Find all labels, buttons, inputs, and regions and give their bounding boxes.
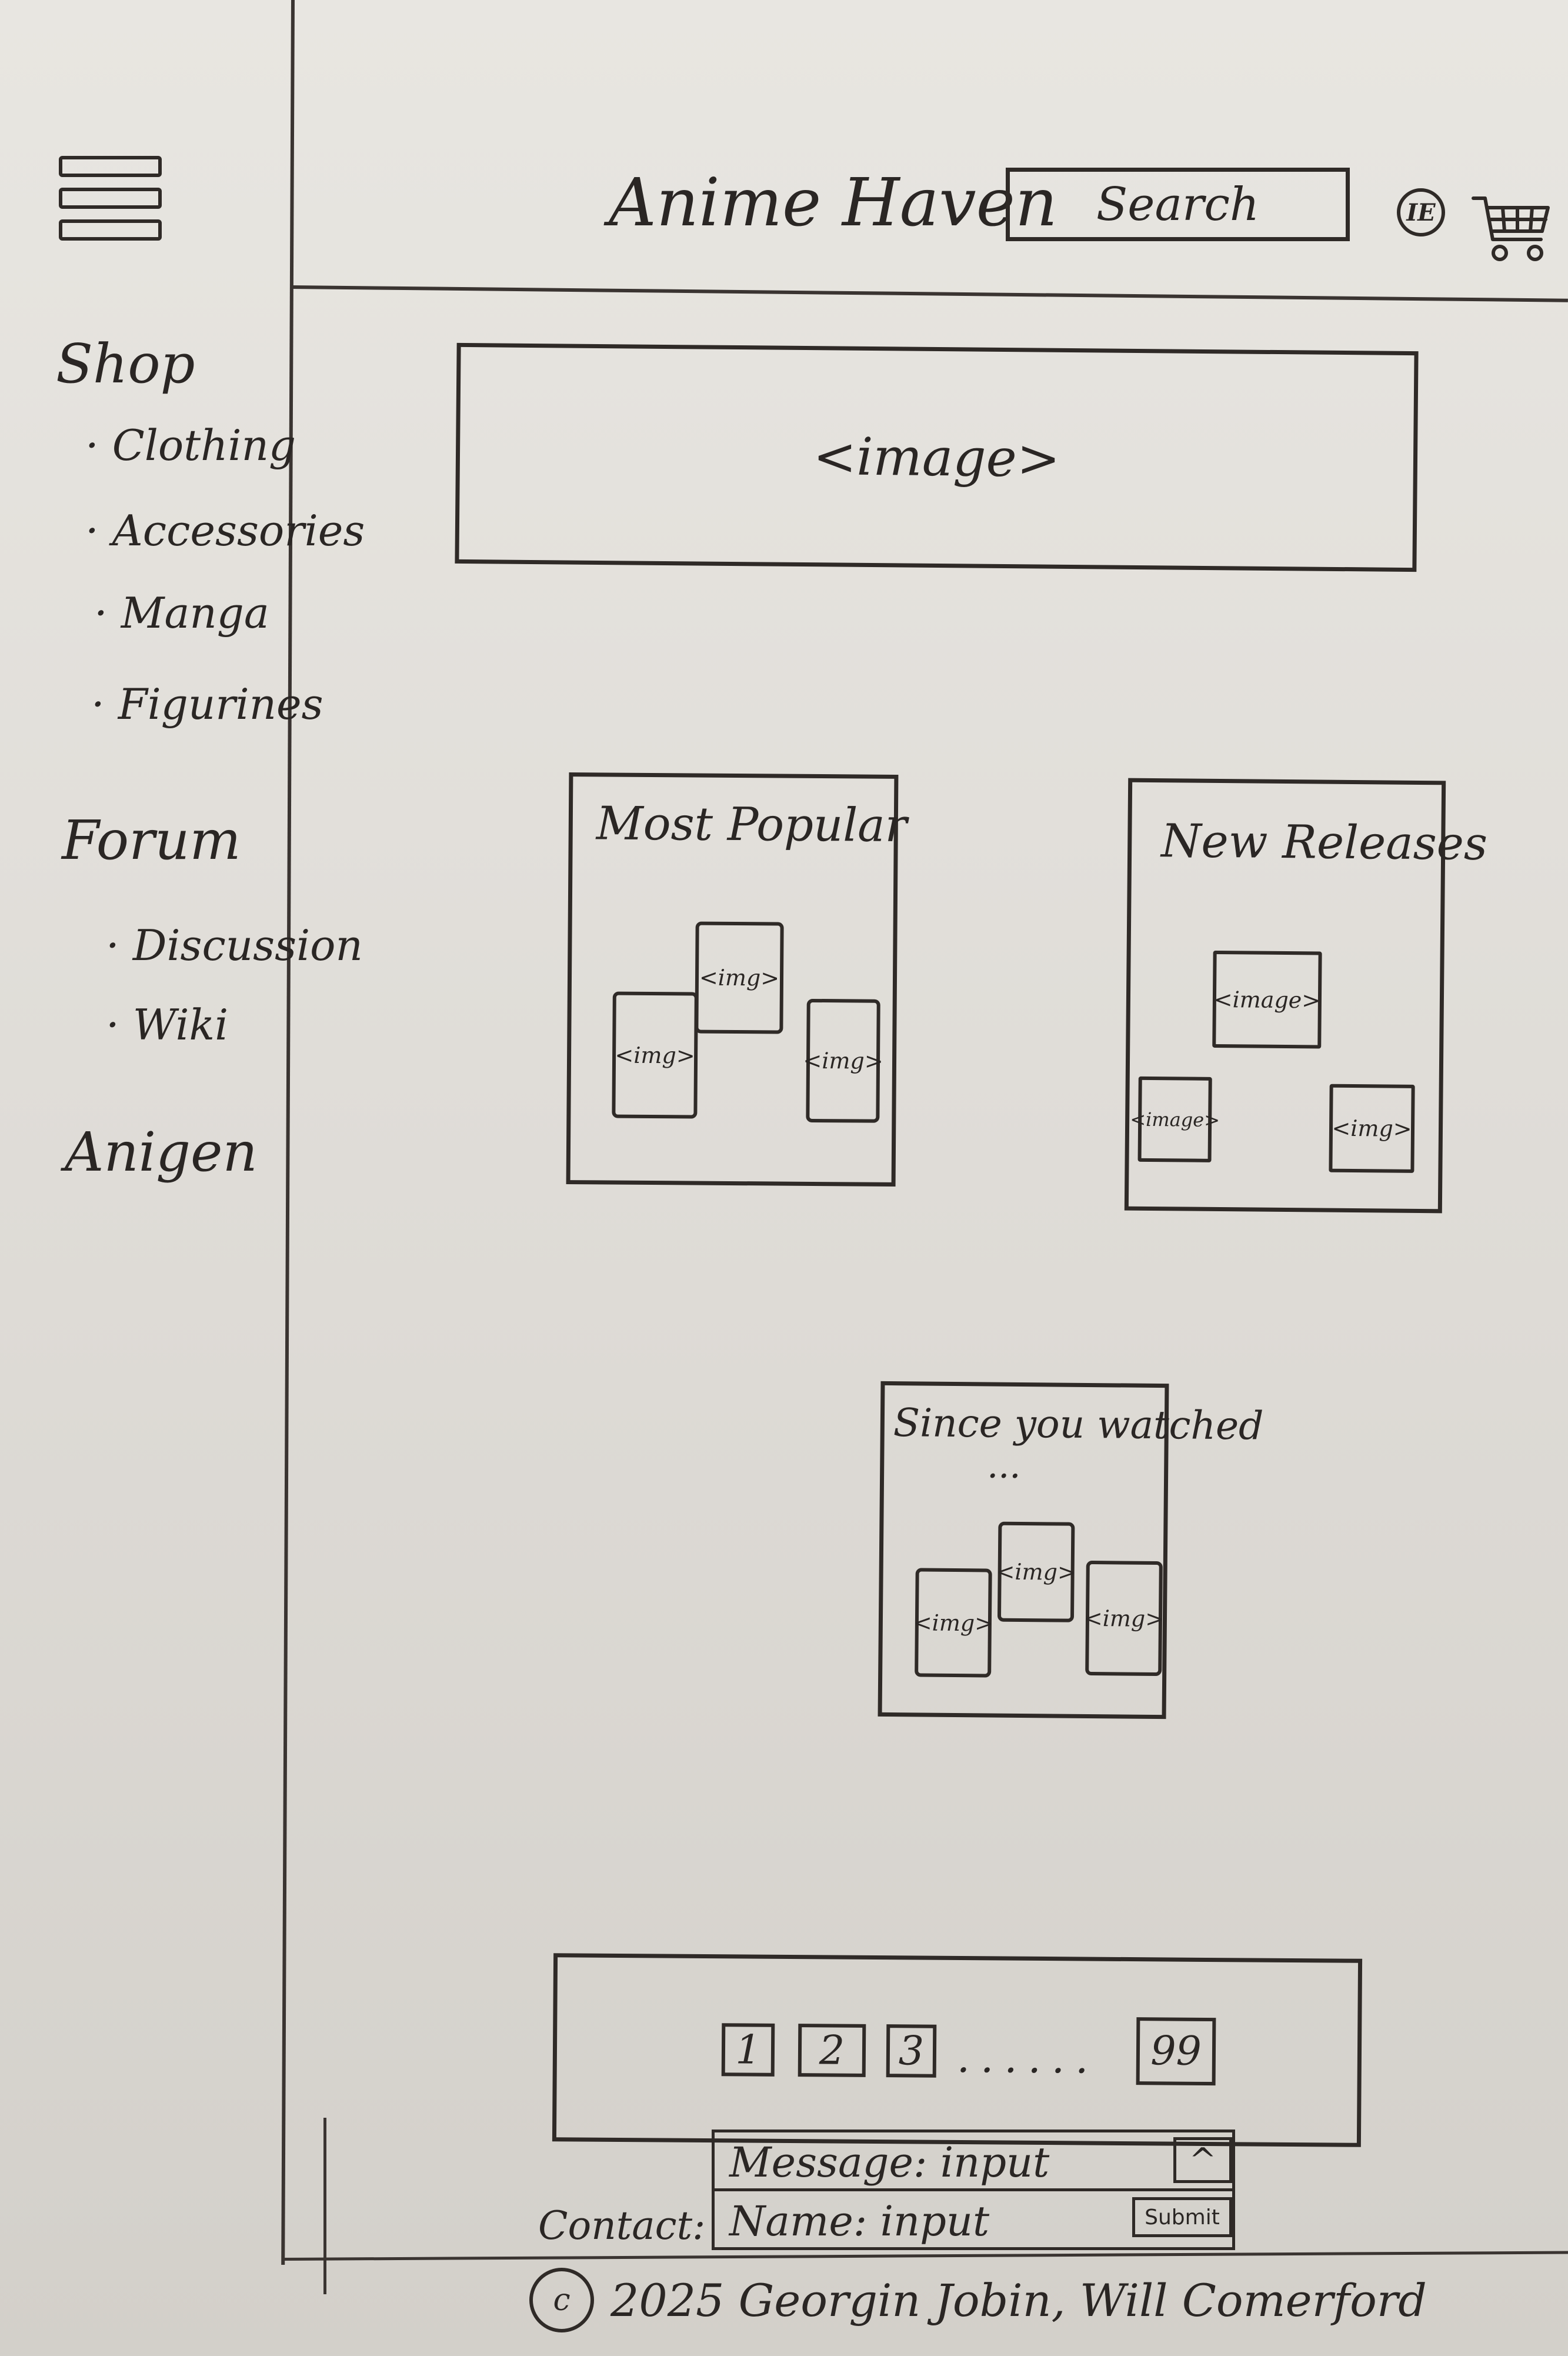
sidebar-section-forum[interactable]: Forum <box>62 809 241 872</box>
message-field-label: Message: input <box>729 2138 1050 2187</box>
pagination-ellipsis: ...... <box>956 2033 1099 2083</box>
search-placeholder: Search <box>1096 178 1260 231</box>
since-you-watched-card[interactable]: Since you watched ... <img> <img> <img> <box>878 1381 1264 1719</box>
hero-placeholder-label: <image> <box>813 426 1060 489</box>
thumb-label: <img> <box>996 1558 1076 1585</box>
sidebar-item-label: Discussion <box>132 921 363 970</box>
thumb-label: <img> <box>615 1042 695 1069</box>
contact-form: Message: input ^ Name: input Submit <box>712 2130 1235 2265</box>
submit-button[interactable]: Submit <box>1132 2197 1232 2237</box>
sidebar-item-label: Wiki <box>132 1000 229 1049</box>
name-field-label: Name: input <box>729 2197 990 2245</box>
most-popular-card[interactable]: Most Popular <img> <img> <img> <box>566 772 907 1187</box>
sidebar-item-accessories[interactable]: · Accessories <box>85 506 365 555</box>
profile-icon[interactable]: IE <box>1397 188 1445 236</box>
copyright-icon: c <box>529 2268 594 2332</box>
product-thumb[interactable]: <img> <box>996 1521 1076 1622</box>
name-input[interactable]: Name: input Submit <box>712 2188 1235 2250</box>
sidebar-item-discussion[interactable]: · Discussion <box>106 921 363 970</box>
site-logo[interactable]: Anime Haven <box>609 165 1058 241</box>
card-title: New Releases <box>1160 815 1488 871</box>
copyright-text: 2025 Georgin Jobin, Will Comerford <box>610 2274 1427 2327</box>
sidebar-item-label: Accessories <box>112 506 365 555</box>
page-button-2[interactable]: 2 <box>798 2024 866 2077</box>
thumb-label: <img> <box>699 964 780 991</box>
product-thumb[interactable]: <img> <box>913 1568 994 1678</box>
sidebar-item-figurines[interactable]: · Figurines <box>91 679 323 729</box>
thumb-label: <image> <box>1213 986 1321 1014</box>
contact-label: Contact: <box>538 2203 706 2248</box>
footer-vertical-divider <box>323 2118 326 2294</box>
page-button-last[interactable]: 99 <box>1136 2017 1216 2086</box>
product-thumb[interactable]: <img> <box>612 991 698 1119</box>
product-thumb[interactable]: <img> <box>1083 1560 1165 1677</box>
sidebar-item-label: Figurines <box>118 679 323 729</box>
card-title: Most Popular <box>596 797 908 853</box>
sidebar-item-manga[interactable]: · Manga <box>94 588 269 638</box>
product-thumb[interactable]: <img> <box>1329 1084 1415 1173</box>
thumb-label: <img> <box>913 1609 994 1637</box>
hamburger-menu-icon[interactable] <box>59 156 162 256</box>
product-thumb[interactable]: <image> <box>1130 1076 1220 1162</box>
hero-banner-image[interactable]: <image> <box>455 342 1419 572</box>
scroll-up-button[interactable]: ^ <box>1173 2137 1232 2183</box>
page-button-1[interactable]: 1 <box>721 2023 775 2077</box>
cart-icon[interactable] <box>1470 191 1553 265</box>
product-thumb[interactable]: <image> <box>1212 950 1322 1049</box>
card-subtitle: ... <box>986 1445 1021 1487</box>
page-button-3[interactable]: 3 <box>886 2024 937 2078</box>
sidebar-section-anigen[interactable]: Anigen <box>65 1121 258 1184</box>
sidebar-item-wiki[interactable]: · Wiki <box>106 1000 229 1049</box>
product-thumb[interactable]: <img> <box>803 998 883 1123</box>
copyright-footer: c 2025 Georgin Jobin, Will Comerford <box>529 2268 1427 2332</box>
thumb-label: <img> <box>1332 1115 1412 1142</box>
sidebar-item-label: Clothing <box>112 421 296 470</box>
search-input[interactable]: Search <box>1006 168 1350 241</box>
sidebar-item-label: Manga <box>121 588 269 638</box>
new-releases-card[interactable]: New Releases <image> <image> <img> <box>1124 778 1487 1214</box>
card-title: Since you watched <box>893 1400 1264 1449</box>
thumb-label: <img> <box>803 1047 883 1074</box>
sidebar-item-clothing[interactable]: · Clothing <box>85 421 296 470</box>
pagination-bar: 1 2 3 ...... 99 <box>552 1953 1363 2147</box>
sidebar-section-shop[interactable]: Shop <box>56 332 195 395</box>
thumb-label: <image> <box>1130 1108 1220 1131</box>
thumb-label: <img> <box>1083 1605 1165 1632</box>
product-thumb[interactable]: <img> <box>695 921 784 1034</box>
message-input[interactable]: Message: input ^ <box>712 2130 1235 2191</box>
